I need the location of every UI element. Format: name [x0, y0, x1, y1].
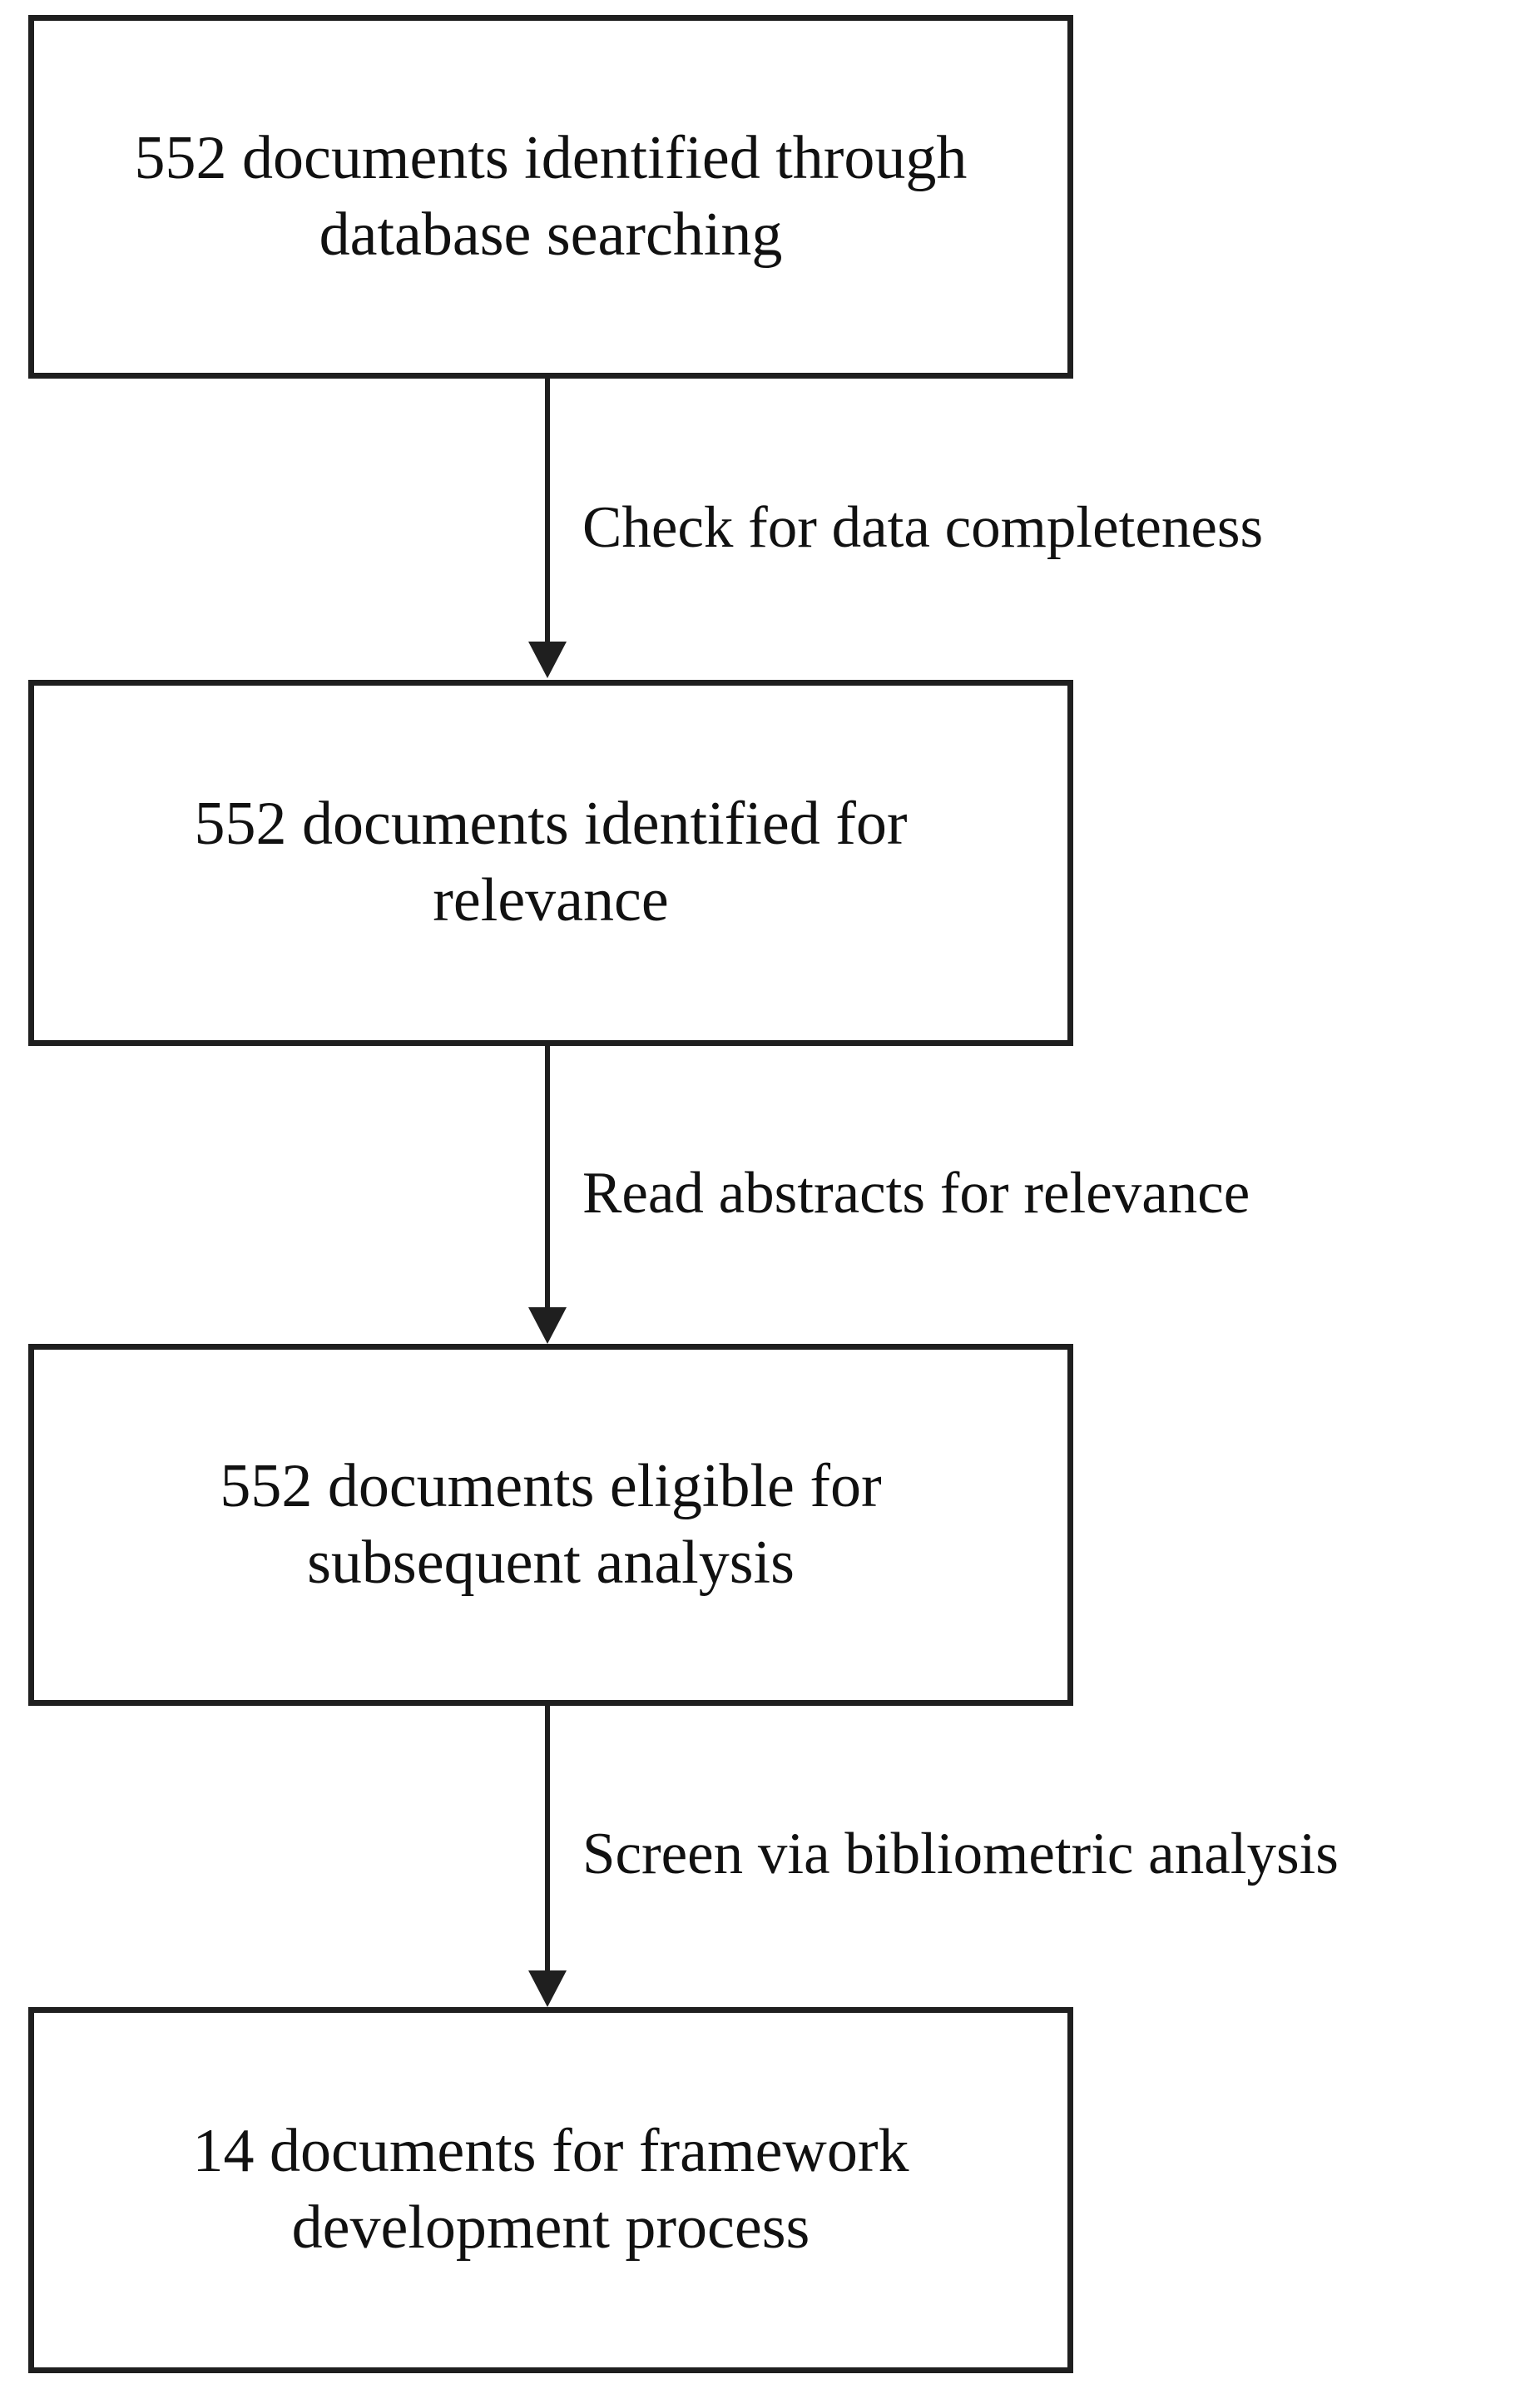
arrow-2-label: Read abstracts for relevance — [582, 1161, 1250, 1226]
flow-box-identified: 552 documents identified through databas… — [28, 15, 1073, 379]
arrow-1-line — [545, 379, 550, 642]
flow-box-relevance-label: 552 documents identified for relevance — [194, 790, 908, 934]
arrow-1-head-icon — [528, 642, 567, 678]
flow-box-relevance: 552 documents identified for relevance — [28, 680, 1073, 1046]
flow-box-eligible-label: 552 documents eligible for subsequent an… — [220, 1451, 882, 1597]
arrow-3-head-icon — [528, 1970, 567, 2007]
flow-box-identified-label: 552 documents identified through databas… — [134, 123, 968, 269]
flow-box-framework: 14 documents for framework development p… — [28, 2007, 1073, 2373]
arrow-1-label: Check for data completeness — [582, 495, 1264, 560]
flow-box-eligible: 552 documents eligible for subsequent an… — [28, 1344, 1073, 1706]
flow-box-framework-label: 14 documents for framework development p… — [192, 2117, 909, 2262]
arrow-2-line — [545, 1046, 550, 1307]
arrow-3-line — [545, 1706, 550, 1970]
arrow-2-head-icon — [528, 1307, 567, 1344]
arrow-3-label: Screen via bibliometric analysis — [582, 1822, 1339, 1886]
